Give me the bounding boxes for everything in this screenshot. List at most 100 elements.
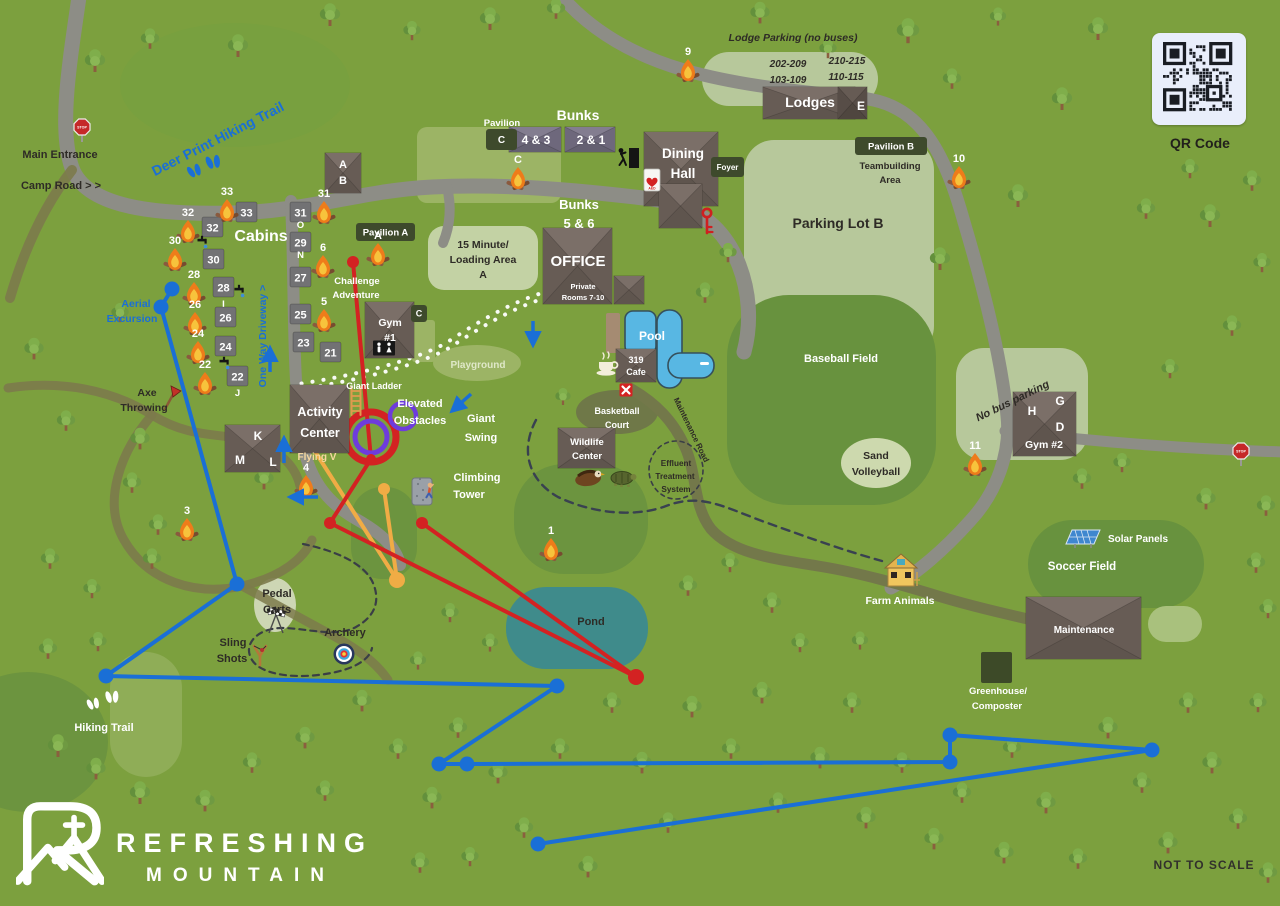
cabin-23-number: 23: [297, 338, 309, 350]
basketball-court-1: Basketball: [594, 406, 639, 416]
campfire-3-label: 3: [184, 505, 190, 517]
tan-walk-rect: [606, 313, 620, 353]
qr-code-block: QR Code: [1152, 33, 1248, 151]
tree-icon: [942, 68, 962, 89]
teambuilding-2: Area: [879, 175, 901, 186]
slingshot-icon: [252, 644, 268, 667]
cabin-25-number: 25: [294, 310, 306, 322]
gym1-side-rect: [412, 320, 435, 362]
maintenance-label: Maintenance: [1054, 625, 1115, 636]
pavilion-c-title: Pavilion: [484, 118, 521, 129]
campfire-28-label: 28: [188, 269, 200, 281]
logo-mark-icon: [16, 802, 104, 886]
hiking-trail-node: [530, 836, 546, 852]
climber-icon: [411, 477, 435, 506]
pool-label: Pool: [639, 329, 665, 343]
sand-volleyball-2: Volleyball: [852, 466, 900, 478]
tree-icon: [422, 786, 442, 809]
cabin-23: 23: [292, 331, 315, 353]
tree-icon: [952, 782, 972, 803]
elevated-obstacles-2: Obstacles: [394, 415, 447, 427]
direction-arrow: [449, 392, 473, 414]
wildlife-center-2: Center: [572, 451, 602, 462]
cabin-22: 22J: [226, 365, 249, 399]
bunks-5-6-1: Bunks: [559, 197, 599, 212]
flying-v-node: [378, 483, 390, 495]
kml-letter-m: M: [235, 453, 245, 467]
tree-icon: [546, 0, 566, 19]
campfire-10: 10: [947, 153, 971, 190]
cabin-sub-N: N: [297, 250, 304, 261]
hiking-trail-node: [942, 727, 958, 743]
maintenance-road-path: [620, 380, 1034, 625]
campfire-26-label: 26: [189, 299, 201, 311]
cabin-33-number: 33: [240, 208, 252, 220]
tree-icon: [896, 18, 920, 44]
camp-road-label: Camp Road > >: [21, 180, 101, 192]
parking-lot-b-label: Parking Lot B: [792, 215, 883, 231]
deer-icon: [205, 154, 220, 169]
not-to-scale-note: NOT TO SCALE: [1153, 858, 1255, 872]
tree-icon: [1228, 808, 1248, 829]
bunks-title: Bunks: [557, 107, 600, 123]
pond-label: Pond: [577, 616, 605, 628]
pedal-carts-1: Pedal: [262, 588, 291, 600]
campfire-1-label: 1: [548, 525, 554, 537]
hiking-trail-node: [431, 756, 447, 772]
gym-2: [1012, 391, 1077, 457]
lodge-parking-label: Lodge Parking (no buses): [729, 32, 858, 44]
lodges-e-label: E: [857, 99, 865, 113]
cabin-24-number: 24: [219, 342, 232, 354]
campfire-1: 1: [539, 525, 563, 562]
stop-icon: STOP: [1232, 442, 1250, 466]
flying-v-label: Flying V: [298, 452, 337, 463]
cabin-26: 26: [214, 306, 237, 328]
climbing-tower-1: Climbing: [453, 472, 500, 484]
tree-icon: [1132, 772, 1152, 793]
gym1-label-1: Gym: [378, 317, 401, 329]
campfire-31-label: 31: [318, 188, 330, 200]
greenhouse-box: [981, 652, 1012, 683]
hiking-trail-node: [98, 668, 114, 684]
foyer-box-label: Foyer: [717, 163, 739, 172]
campfire-10-label: 10: [953, 153, 965, 165]
elevated-obstacles-ring: [352, 418, 390, 456]
campfire-11: 11: [963, 440, 987, 477]
campfire-9-label: 9: [685, 46, 691, 58]
hiking-trail-node: [549, 678, 565, 694]
campfire-C: C: [506, 154, 530, 191]
sand-volleyball-area: [841, 438, 911, 488]
gym2-label: Gym #2: [1025, 439, 1063, 451]
tree-icon: [479, 7, 501, 30]
effluent-3: System: [661, 485, 690, 494]
one-way-driveway-label: One Way Driveway >: [257, 285, 269, 388]
deer-print-dotted-trail: [299, 294, 554, 391]
cabin-26-number: 26: [219, 313, 231, 325]
foyer-box: Foyer: [711, 157, 744, 177]
hiking-trail-label: Hiking Trail: [74, 722, 133, 734]
campfire-24-label: 24: [192, 328, 205, 340]
activity-center-1: Activity: [297, 405, 342, 419]
tree-icon: [1256, 495, 1276, 516]
tree-icon: [1178, 692, 1198, 713]
campfire-33: 33: [215, 186, 239, 223]
tree-icon: [242, 752, 262, 773]
tree-icon: [148, 514, 168, 535]
campfire-6-label: 6: [320, 242, 326, 254]
kml-letter-l: L: [269, 455, 276, 469]
lodge-202-209: 202-209: [769, 59, 807, 70]
zipline-red-node: [416, 517, 428, 529]
tree-icon: [1259, 598, 1277, 619]
tree-icon: [989, 7, 1007, 26]
dirt-axe-path: [3, 380, 305, 491]
flying-v-node: [389, 572, 405, 588]
tree-icon: [1199, 204, 1221, 227]
loading-area-2: Loading Area: [450, 254, 517, 266]
cabin-sub-O: O: [297, 220, 304, 231]
gym1-c-box-label: C: [416, 309, 423, 319]
tree-icon: [762, 592, 782, 613]
top-left-grove: [120, 23, 350, 147]
pavilion-a-box: Pavilion A: [356, 223, 415, 241]
tree-icon: [1136, 198, 1156, 219]
lodge-210-215: 210-215: [828, 56, 866, 67]
